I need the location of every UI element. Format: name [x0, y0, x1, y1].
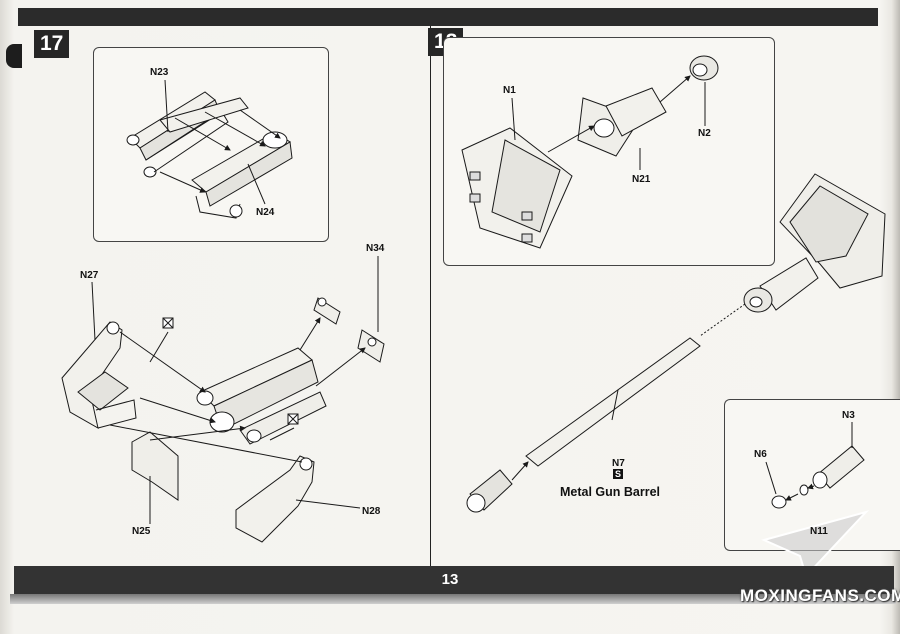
roller-assembly-drawing — [196, 347, 327, 445]
n27-side-frame-drawing — [61, 321, 137, 429]
n23-bracket-drawing — [126, 91, 249, 178]
n1-mantlet-drawing — [461, 127, 573, 249]
label-n6: N6 — [754, 449, 767, 460]
mantlet-assembly-drawing — [743, 173, 886, 313]
footer-bar — [14, 566, 894, 594]
label-n11: N11 — [810, 526, 828, 537]
step-divider — [430, 26, 431, 566]
n25-plate-drawing — [131, 431, 179, 501]
n3-detail-inset — [724, 399, 900, 551]
left-edge-mark — [6, 44, 22, 68]
n28-side-frame-drawing — [235, 455, 315, 543]
n34-bracket-drawing — [313, 297, 385, 363]
label-n24: N24 — [256, 207, 275, 218]
label-n28: N28 — [362, 506, 381, 517]
page-number: 13 — [441, 571, 459, 588]
label-n3: N3 — [842, 410, 855, 421]
footer-shadow — [10, 594, 896, 604]
n24-bracket-drawing — [191, 131, 293, 219]
top-header-bar — [18, 8, 878, 26]
label-n21: N21 — [632, 174, 651, 185]
muzzle-brake-drawing — [466, 469, 513, 513]
label-n23: N23 — [150, 67, 169, 78]
label-n7: N7 — [612, 458, 625, 469]
label-n25: N25 — [132, 526, 151, 537]
n7-metal-barrel-drawing — [525, 337, 701, 467]
n3-part-drawing — [771, 445, 865, 509]
label-n27: N27 — [80, 270, 99, 281]
watermark-text: MOXINGFANS.COM — [740, 586, 900, 605]
n2-ring-drawing — [689, 55, 719, 81]
metal-gun-barrel-label: Metal Gun Barrel — [560, 485, 661, 499]
label-n2: N2 — [698, 128, 711, 139]
metal-part-badge: S — [613, 469, 624, 479]
label-n34: N34 — [366, 243, 385, 254]
step-17-badge: 17 — [34, 30, 70, 58]
page-edge — [892, 0, 900, 634]
label-n1: N1 — [503, 85, 516, 96]
n21-plate-drawing — [577, 87, 667, 157]
